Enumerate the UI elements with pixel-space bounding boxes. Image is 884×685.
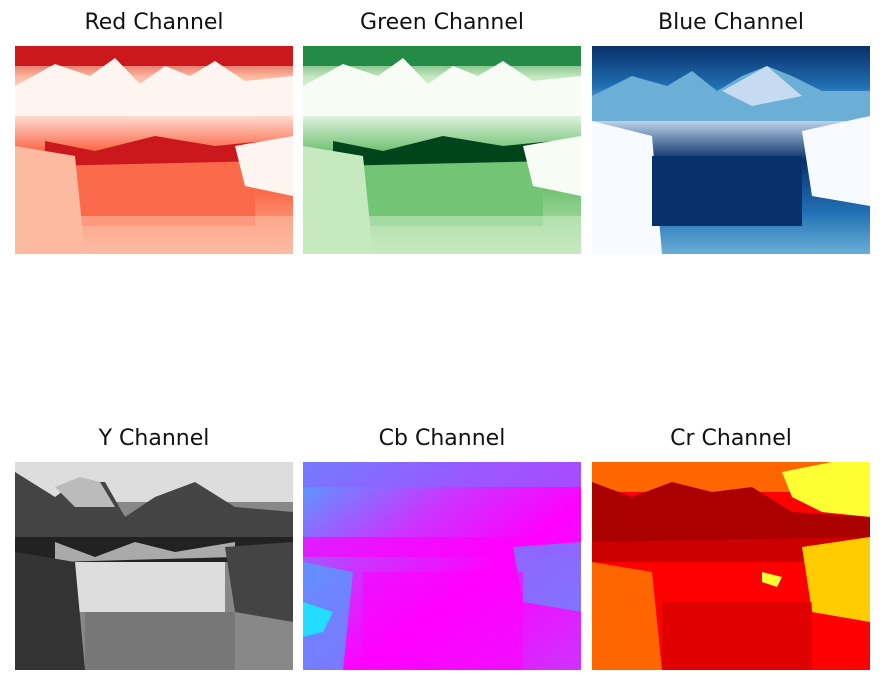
panel-title: Y Channel <box>98 426 210 451</box>
cb-channel-image <box>303 462 581 670</box>
cr-channel-image <box>592 462 870 670</box>
panel-title: Cb Channel <box>378 426 506 451</box>
red-channel-image <box>15 46 293 254</box>
panel-title: Blue Channel <box>658 10 804 35</box>
panel-title: Cr Channel <box>670 426 792 451</box>
blue-channel-image <box>592 46 870 254</box>
panel-title: Red Channel <box>84 10 224 35</box>
y-channel-image <box>15 462 293 670</box>
panel-title: Green Channel <box>360 10 524 35</box>
green-channel-image <box>303 46 581 254</box>
